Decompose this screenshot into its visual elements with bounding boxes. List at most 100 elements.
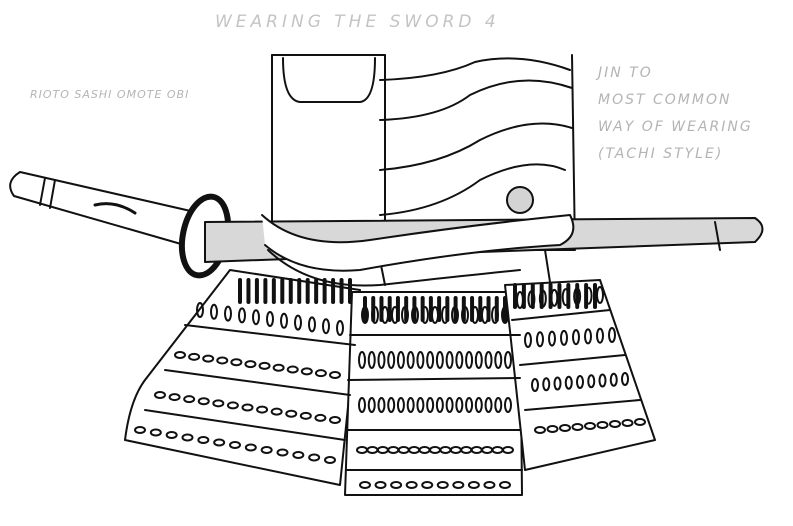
lacing-mark — [196, 302, 204, 318]
lacing-mark — [538, 289, 547, 308]
lacing-mark — [244, 360, 257, 369]
lacing-mark — [564, 375, 573, 390]
left-annotation: RIOTO SASHI OMOTE OBI — [30, 88, 190, 101]
lacing-mark — [406, 397, 415, 413]
lacing-mark — [256, 405, 269, 414]
lacing-mark — [329, 416, 341, 424]
lacing-mark — [609, 372, 618, 387]
lacing-mark — [300, 367, 313, 376]
lacing-mark — [584, 286, 593, 305]
lacing-mark — [484, 397, 493, 413]
lacing-mark — [387, 351, 396, 369]
lacing-mark — [377, 351, 386, 369]
lacing-mark — [252, 309, 260, 326]
lacing-mark — [286, 365, 299, 374]
lacing-mark — [483, 481, 496, 489]
lacing-mark — [573, 287, 582, 306]
lacing-mark — [474, 351, 483, 369]
right-annotation: JIN TO MOST COMMON WAY OF WEARING (TACHI… — [598, 60, 753, 168]
lacing-mark — [445, 397, 454, 413]
lacing-mark — [181, 433, 194, 442]
lacing-mark — [226, 401, 239, 410]
lacing-mark — [536, 331, 544, 348]
lacing-mark — [329, 371, 341, 379]
lacing-mark — [584, 422, 596, 430]
lacing-mark — [390, 481, 403, 489]
lacing-mark — [224, 305, 232, 322]
lacing-mark — [455, 397, 464, 413]
lacing-mark — [474, 397, 483, 413]
lacing-mark — [381, 306, 389, 324]
lacing-mark — [531, 378, 539, 392]
lacing-mark — [396, 397, 405, 413]
lacing-mark — [358, 397, 366, 413]
annotation-heading: JIN TO — [598, 65, 653, 81]
lacing-mark — [308, 316, 316, 333]
lacing-mark — [436, 481, 449, 489]
lacing-mark — [230, 358, 243, 367]
lacing-mark — [314, 369, 327, 378]
lacing-mark — [609, 420, 621, 428]
lacing-mark — [134, 426, 146, 434]
lacing-mark — [465, 397, 474, 413]
lacing-mark — [431, 306, 439, 324]
lacing-mark — [560, 329, 568, 346]
lacing-mark — [358, 351, 366, 369]
annotation-line: (TACHI STYLE) — [598, 146, 724, 162]
lacing-mark — [546, 425, 559, 433]
lacing-mark — [587, 374, 596, 389]
lacing-mark — [584, 328, 592, 345]
lacing-mark — [484, 351, 493, 369]
lacing-mark — [559, 424, 571, 432]
lacing-mark — [621, 419, 634, 427]
lacing-mark — [401, 306, 409, 324]
lacing-mark — [359, 481, 371, 489]
lacing-mark — [244, 443, 257, 452]
lacing-mark — [435, 397, 444, 413]
lacing-mark — [416, 351, 425, 369]
lacing-mark — [391, 306, 399, 324]
lacing-mark — [435, 351, 444, 369]
lacing-mark — [294, 314, 302, 331]
lacing-mark — [481, 306, 489, 324]
torso-armor — [271, 54, 576, 251]
lacing-mark — [308, 453, 321, 462]
lacing-mark — [188, 352, 201, 361]
lacing-mark — [260, 446, 273, 454]
lacing-mark — [238, 307, 246, 324]
lacing-mark — [491, 306, 499, 324]
lacing-mark — [416, 397, 425, 413]
lacing-mark — [516, 291, 524, 309]
lacing-mark — [634, 418, 646, 426]
lacing-mark — [576, 375, 584, 389]
lacing-mark — [548, 330, 556, 347]
lacing-mark — [461, 306, 469, 324]
drawing-title: WEARING THE SWORD 4 — [215, 12, 500, 32]
lacing-mark — [336, 320, 344, 336]
lacing-mark — [524, 332, 532, 348]
lacing-mark — [280, 312, 288, 329]
lacing-mark — [451, 306, 459, 324]
lacing-mark — [202, 354, 215, 363]
lacing-mark — [572, 329, 580, 346]
obi-belt — [261, 214, 575, 287]
lacing-mark — [405, 481, 418, 489]
lacing-mark — [550, 288, 559, 307]
lacing-mark — [377, 397, 386, 413]
lacing-mark — [501, 306, 509, 324]
lacing-mark — [494, 397, 503, 413]
lacing-mark — [299, 411, 312, 420]
lacing-mark — [168, 393, 181, 402]
lacing-mark — [361, 306, 369, 324]
lacing-mark — [270, 407, 283, 416]
lacing-mark — [502, 446, 514, 454]
lacing-mark — [455, 351, 464, 369]
lacing-mark — [387, 397, 396, 413]
lacing-mark — [216, 356, 229, 365]
lacing-mark — [542, 377, 551, 392]
lacing-mark — [465, 351, 474, 369]
lacing-mark — [212, 399, 225, 408]
lacing-mark — [272, 363, 285, 372]
